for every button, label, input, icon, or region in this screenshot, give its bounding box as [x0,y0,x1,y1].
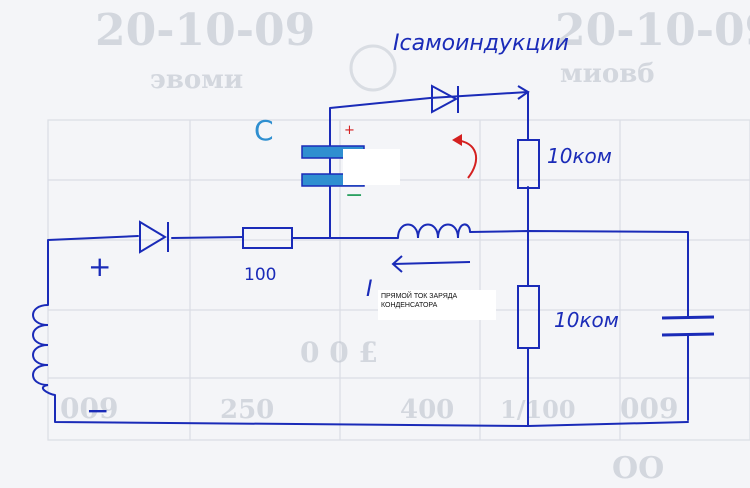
top-wire-arrowhead [517,85,530,100]
diode-left [139,220,169,254]
ghost-date-right: 20-10-09 [555,5,750,56]
self-induction-arrowhead [452,134,462,146]
label-resistor-left: 100 [244,265,276,285]
ghost-num-1: 009 [60,392,118,425]
ghost-num-3: 250 [220,395,274,425]
resistor-top [517,139,540,189]
ghost-word: эвоми [150,65,243,95]
label-cap-minus: − [345,183,363,208]
charge-current-arrow [392,261,471,265]
label-self-induction: Iсамоиндукции [393,31,569,56]
label-resistor-bottom: 10ком [554,308,619,332]
ghost-num-5: 1/100 [500,395,576,424]
label-capacitor: C [254,114,274,147]
capacitor-right [661,315,715,337]
charge-current-note: ПРЯМОЙ ТОК ЗАРЯДА КОНДЕНСАТОРА [378,290,496,320]
ghost-date-left: 20-10-09 [95,5,315,56]
self-induction-arrow [454,139,477,179]
ghost-num-4: 400 [400,395,454,425]
charge-current-arrowhead [391,255,403,273]
label-source-minus: − [86,394,109,427]
ghost-word-2: миовб [560,59,655,89]
blank-patch [343,149,400,185]
source-coil [32,304,56,396]
inductor-coil [397,223,471,239]
resistor-bottom [517,285,540,349]
ghost-num-2: 009 [620,392,678,425]
label-current: I [366,277,373,302]
label-cap-plus: + [344,123,355,138]
resistor-left [242,227,293,249]
background-text: 20-10-09 20-10-09 эвоми миовб 0 0 £ 009 … [60,5,750,486]
diode-top [431,84,459,114]
ghost-code: 0 0 £ [300,336,378,369]
label-source-plus: + [88,250,111,283]
background-form [47,119,750,441]
wires [47,91,689,427]
ghost-seal [349,44,397,92]
ghost-bottom-word: OO [612,451,664,486]
label-resistor-top: 10ком [547,144,612,168]
